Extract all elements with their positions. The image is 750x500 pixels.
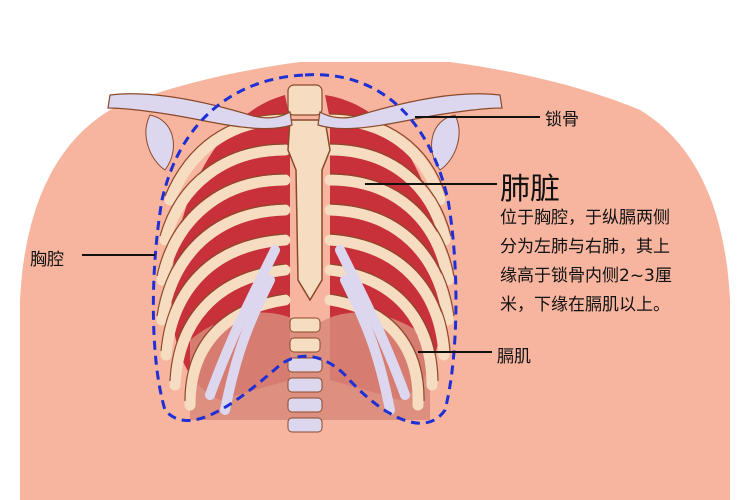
costal-cartilage [205, 245, 410, 415]
thoracic-cavity-label: 胸腔 [30, 250, 64, 270]
left-scapula [145, 114, 174, 171]
lung-desc-line: 位于胸腔，于纵膈两侧 [500, 208, 670, 228]
lung-title: 肺脏 [500, 172, 560, 207]
thoracic-cavity-outline [151, 73, 458, 425]
ribs-right [324, 114, 454, 411]
lung-desc-line: 分为左肺与右肺，其上 [500, 237, 670, 257]
diaphragm-label: 膈肌 [497, 347, 531, 367]
right-scapula [431, 114, 460, 171]
left-clavicle [107, 93, 293, 130]
lung-desc-line: 缘高于锁骨内侧2~3厘 [500, 266, 672, 286]
ribs-left-outline [156, 113, 286, 402]
sternum [287, 119, 331, 302]
lung-description: 位于胸腔，于纵膈两侧 分为左肺与右肺，其上 缘高于锁骨内侧2~3厘 米，下缘在膈… [500, 204, 745, 320]
clavicle-label: 锁骨 [545, 110, 579, 130]
lung-desc-line: 米，下缘在膈肌以上。 [500, 295, 670, 315]
spine [287, 84, 323, 433]
right-clavicle [317, 93, 503, 130]
